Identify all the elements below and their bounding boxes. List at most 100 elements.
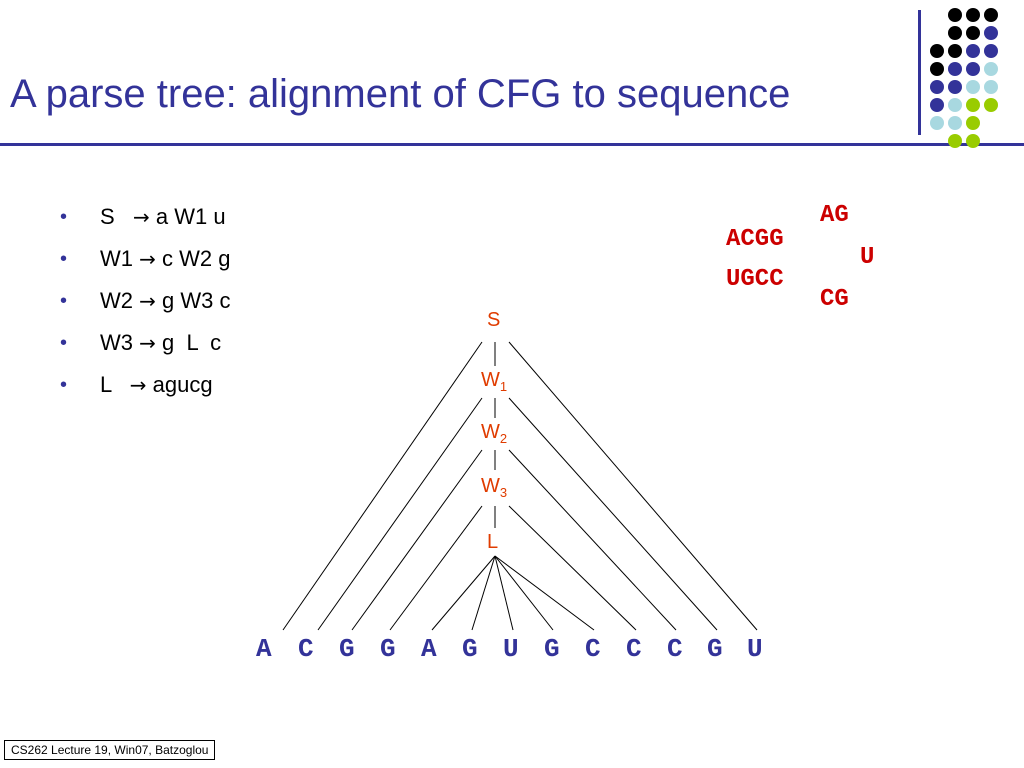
arrow-icon: → [139, 331, 156, 355]
decorative-vertical-bar [918, 10, 921, 135]
sequence-letter: G [339, 634, 355, 664]
grammar-rule: • W1 → c W2 g [60, 244, 230, 286]
bullet-icon: • [60, 290, 68, 312]
edge-w3-left [389, 505, 483, 631]
edge-s-left [282, 341, 483, 631]
decorative-dot [966, 80, 980, 94]
decorative-dot [966, 134, 980, 148]
edge-s-right [508, 341, 758, 631]
bullet-icon: • [60, 248, 68, 270]
rule-rhs: c W2 g [162, 246, 231, 271]
bullet-icon: • [60, 332, 68, 354]
grammar-rule: • W2 → g W3 c [60, 286, 230, 328]
decorative-dot [984, 8, 998, 22]
decorative-dot [930, 98, 944, 112]
node-subscript: 1 [499, 379, 508, 394]
sequence-letter: U [503, 634, 519, 664]
edge-w3-right [508, 505, 637, 631]
rule-lhs: S [100, 204, 127, 229]
node-label: S [487, 309, 501, 331]
decorative-dot [930, 62, 944, 76]
node-subscript: 2 [499, 431, 508, 446]
node-label: L [487, 531, 499, 553]
decorative-dot [984, 62, 998, 76]
decorative-dot [966, 8, 980, 22]
decorative-dot [966, 62, 980, 76]
decorative-dot [930, 116, 944, 130]
edge-w1-left [317, 397, 483, 631]
slide-title: A parse tree: alignment of CFG to sequen… [10, 72, 791, 116]
node-label: W [481, 369, 500, 391]
sequence-letter: C [585, 634, 601, 664]
decorative-dot [984, 80, 998, 94]
decorative-dot [984, 98, 998, 112]
hairpin-stem-top: ACGG [726, 226, 784, 253]
sequence-letter: G [380, 634, 396, 664]
hairpin-loop-bottom: CG [820, 286, 849, 313]
tree-node-w1: W1 [481, 368, 507, 399]
title-divider [0, 143, 1024, 146]
edge-l-3 [494, 555, 514, 631]
sequence-letter: G [707, 634, 723, 664]
decorative-dot [966, 44, 980, 58]
edge-w2-left [351, 449, 483, 631]
sequence-letter: A [256, 634, 272, 664]
sequence-letter: C [626, 634, 642, 664]
rule-rhs: g L c [162, 330, 222, 355]
arrow-icon: → [139, 247, 156, 271]
node-subscript: 3 [499, 485, 508, 500]
tree-node-w3: W3 [481, 474, 507, 505]
hairpin-stem-bottom: UGCC [726, 266, 784, 293]
edge-l-4 [494, 555, 554, 631]
decorative-dot [984, 44, 998, 58]
decorative-dot [948, 44, 962, 58]
decorative-dot [930, 80, 944, 94]
edge-w1-right [508, 397, 718, 631]
tree-node-w2: W2 [481, 420, 507, 451]
grammar-rule: • L → agucg [60, 370, 230, 412]
tree-node-l: L [487, 530, 498, 554]
arrow-icon: → [133, 205, 150, 229]
sequence-letter: U [747, 634, 763, 664]
rule-lhs: W3 [100, 330, 133, 355]
decorative-dot [948, 8, 962, 22]
rule-rhs: a W1 u [155, 204, 226, 229]
decorative-dot [948, 134, 962, 148]
decorative-dot [966, 26, 980, 40]
grammar-rule: • W3 → g L c [60, 328, 230, 370]
tree-node-s: S [487, 308, 500, 332]
decorative-dot [966, 116, 980, 130]
hairpin-loop-top: AG [820, 202, 849, 229]
edge-l-5 [494, 555, 595, 631]
bullet-icon: • [60, 374, 68, 396]
decorative-dot [948, 116, 962, 130]
rule-rhs: agucg [152, 372, 213, 397]
arrow-icon: → [139, 289, 156, 313]
hairpin-loop-mid: U [860, 244, 875, 271]
decorative-dot [948, 62, 962, 76]
edge-w2-right [508, 449, 677, 631]
rule-rhs: g W3 c [162, 288, 231, 313]
rule-lhs: W1 [100, 246, 133, 271]
decorative-dot [984, 26, 998, 40]
arrow-icon: → [129, 373, 147, 397]
bullet-icon: • [60, 206, 68, 228]
grammar-rules-list: • S → a W1 u • W1 → c W2 g • W2 → g W3 c • W… [60, 202, 230, 412]
edge-l-2 [471, 555, 496, 631]
node-label: W [481, 475, 500, 497]
decorative-dot [948, 98, 962, 112]
rule-lhs: L [100, 372, 124, 397]
sequence-letter: G [462, 634, 478, 664]
decorative-dot [930, 44, 944, 58]
slide-footer: CS262 Lecture 19, Win07, Batzoglou [4, 740, 216, 760]
decorative-dot [948, 80, 962, 94]
edge-l-1 [431, 555, 496, 631]
sequence-letter: C [298, 634, 314, 664]
sequence-letter: G [544, 634, 560, 664]
grammar-rule: • S → a W1 u [60, 202, 230, 244]
rule-lhs: W2 [100, 288, 133, 313]
sequence-letter: C [667, 634, 683, 664]
node-label: W [481, 421, 500, 443]
decorative-dot [966, 98, 980, 112]
